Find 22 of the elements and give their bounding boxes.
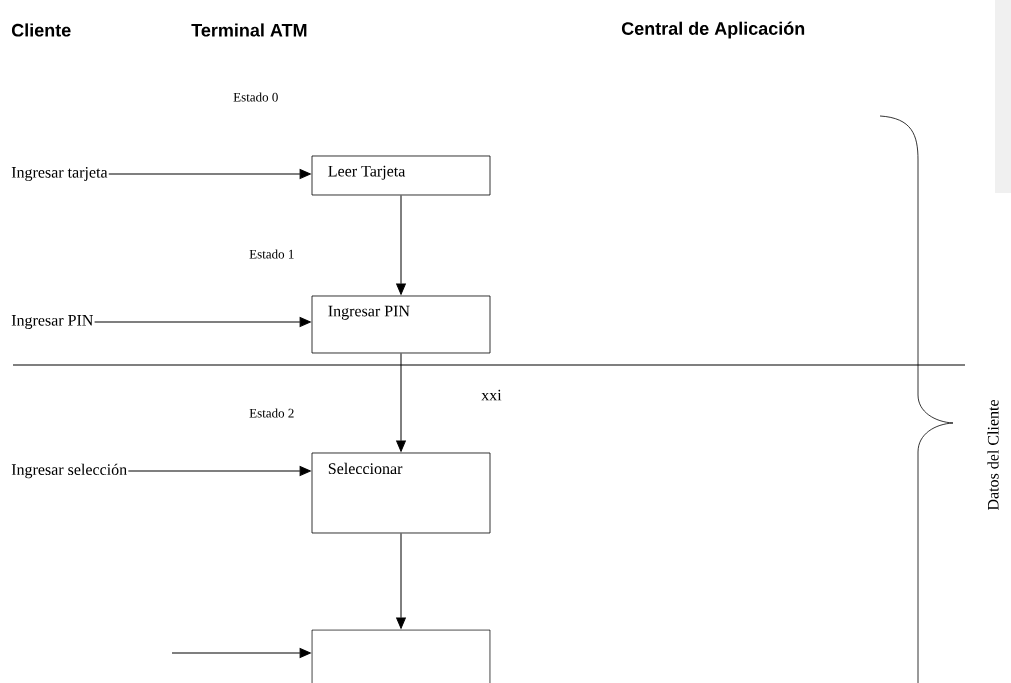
process-box: Ingresar PIN bbox=[311, 295, 491, 354]
column-heading: Central de Aplicación bbox=[621, 21, 805, 39]
brace-label: Datos del Cliente bbox=[987, 400, 999, 511]
arrow bbox=[127, 466, 311, 476]
state-label: Estado 1 bbox=[249, 249, 294, 259]
arrow bbox=[396, 352, 406, 452]
process-box: Seleccionar bbox=[311, 452, 491, 534]
state-label: Estado 2 bbox=[249, 408, 294, 418]
input-label: Ingresar tarjeta bbox=[11, 167, 108, 181]
column-heading: Cliente bbox=[11, 23, 71, 37]
note-label: xxi bbox=[481, 389, 502, 401]
column-heading: Terminal ATM bbox=[191, 23, 307, 37]
process-box: Leer Tarjeta bbox=[311, 155, 491, 196]
arrow bbox=[396, 532, 406, 629]
arrow bbox=[396, 194, 406, 295]
input-label: Ingresar selección bbox=[11, 463, 127, 479]
arrow bbox=[171, 648, 311, 658]
arrow bbox=[94, 317, 311, 327]
arrow bbox=[108, 169, 311, 179]
state-label: Estado 0 bbox=[233, 92, 278, 102]
input-label: Ingresar PIN bbox=[11, 315, 93, 329]
empty-box bbox=[311, 629, 491, 683]
